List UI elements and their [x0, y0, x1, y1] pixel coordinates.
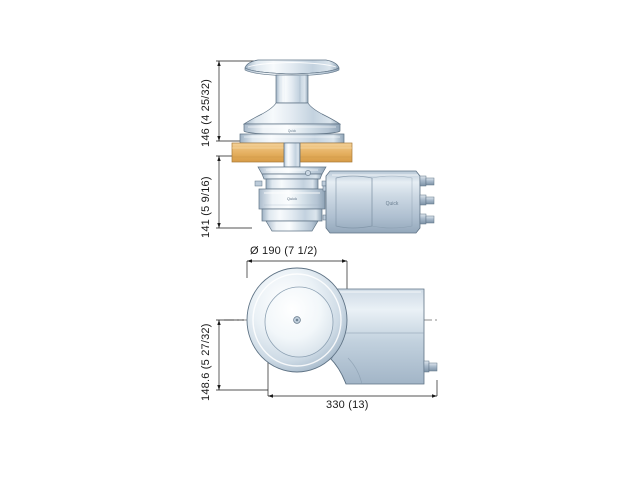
capstan-barrel [275, 74, 309, 104]
dimension-label-height-above-deck: 146 (4 25/32) [200, 78, 212, 147]
cable-gland [423, 360, 438, 373]
mounting-flange [257, 166, 327, 180]
capstan-top-cap [244, 59, 340, 77]
brand-mark-motor: Quick [386, 201, 399, 207]
gearbox-housing: Quick [254, 170, 332, 232]
motor-housing: Quick [325, 170, 421, 234]
capstan-drum-circle [246, 267, 348, 373]
plan-top-view [216, 259, 440, 398]
dimension-offset-height [216, 319, 268, 391]
brand-mark-gearbox: Quick [287, 196, 297, 201]
cable-gland [419, 175, 435, 187]
deck-shaft [283, 142, 301, 168]
brand-mark-capstan: Quick [288, 129, 297, 133]
dimension-label-drum-diameter: Ø 190 (7 1/2) [250, 245, 318, 257]
dimension-label-height-below-deck: 141 (5 9/16) [200, 176, 212, 238]
cable-gland [419, 213, 435, 225]
deck-plank [231, 142, 353, 163]
dimension-label-overall-length: 330 (13) [326, 399, 369, 411]
dimension-label-offset-height: 148.6 (5 27/32) [200, 323, 212, 401]
capstan-base-cone: Quick [239, 102, 345, 144]
dimension-height-below-deck [216, 155, 252, 229]
side-elevation-view: Quick [216, 59, 435, 234]
cable-gland-group [419, 175, 435, 225]
dimension-overall-length [267, 360, 438, 398]
cable-gland [419, 194, 435, 206]
